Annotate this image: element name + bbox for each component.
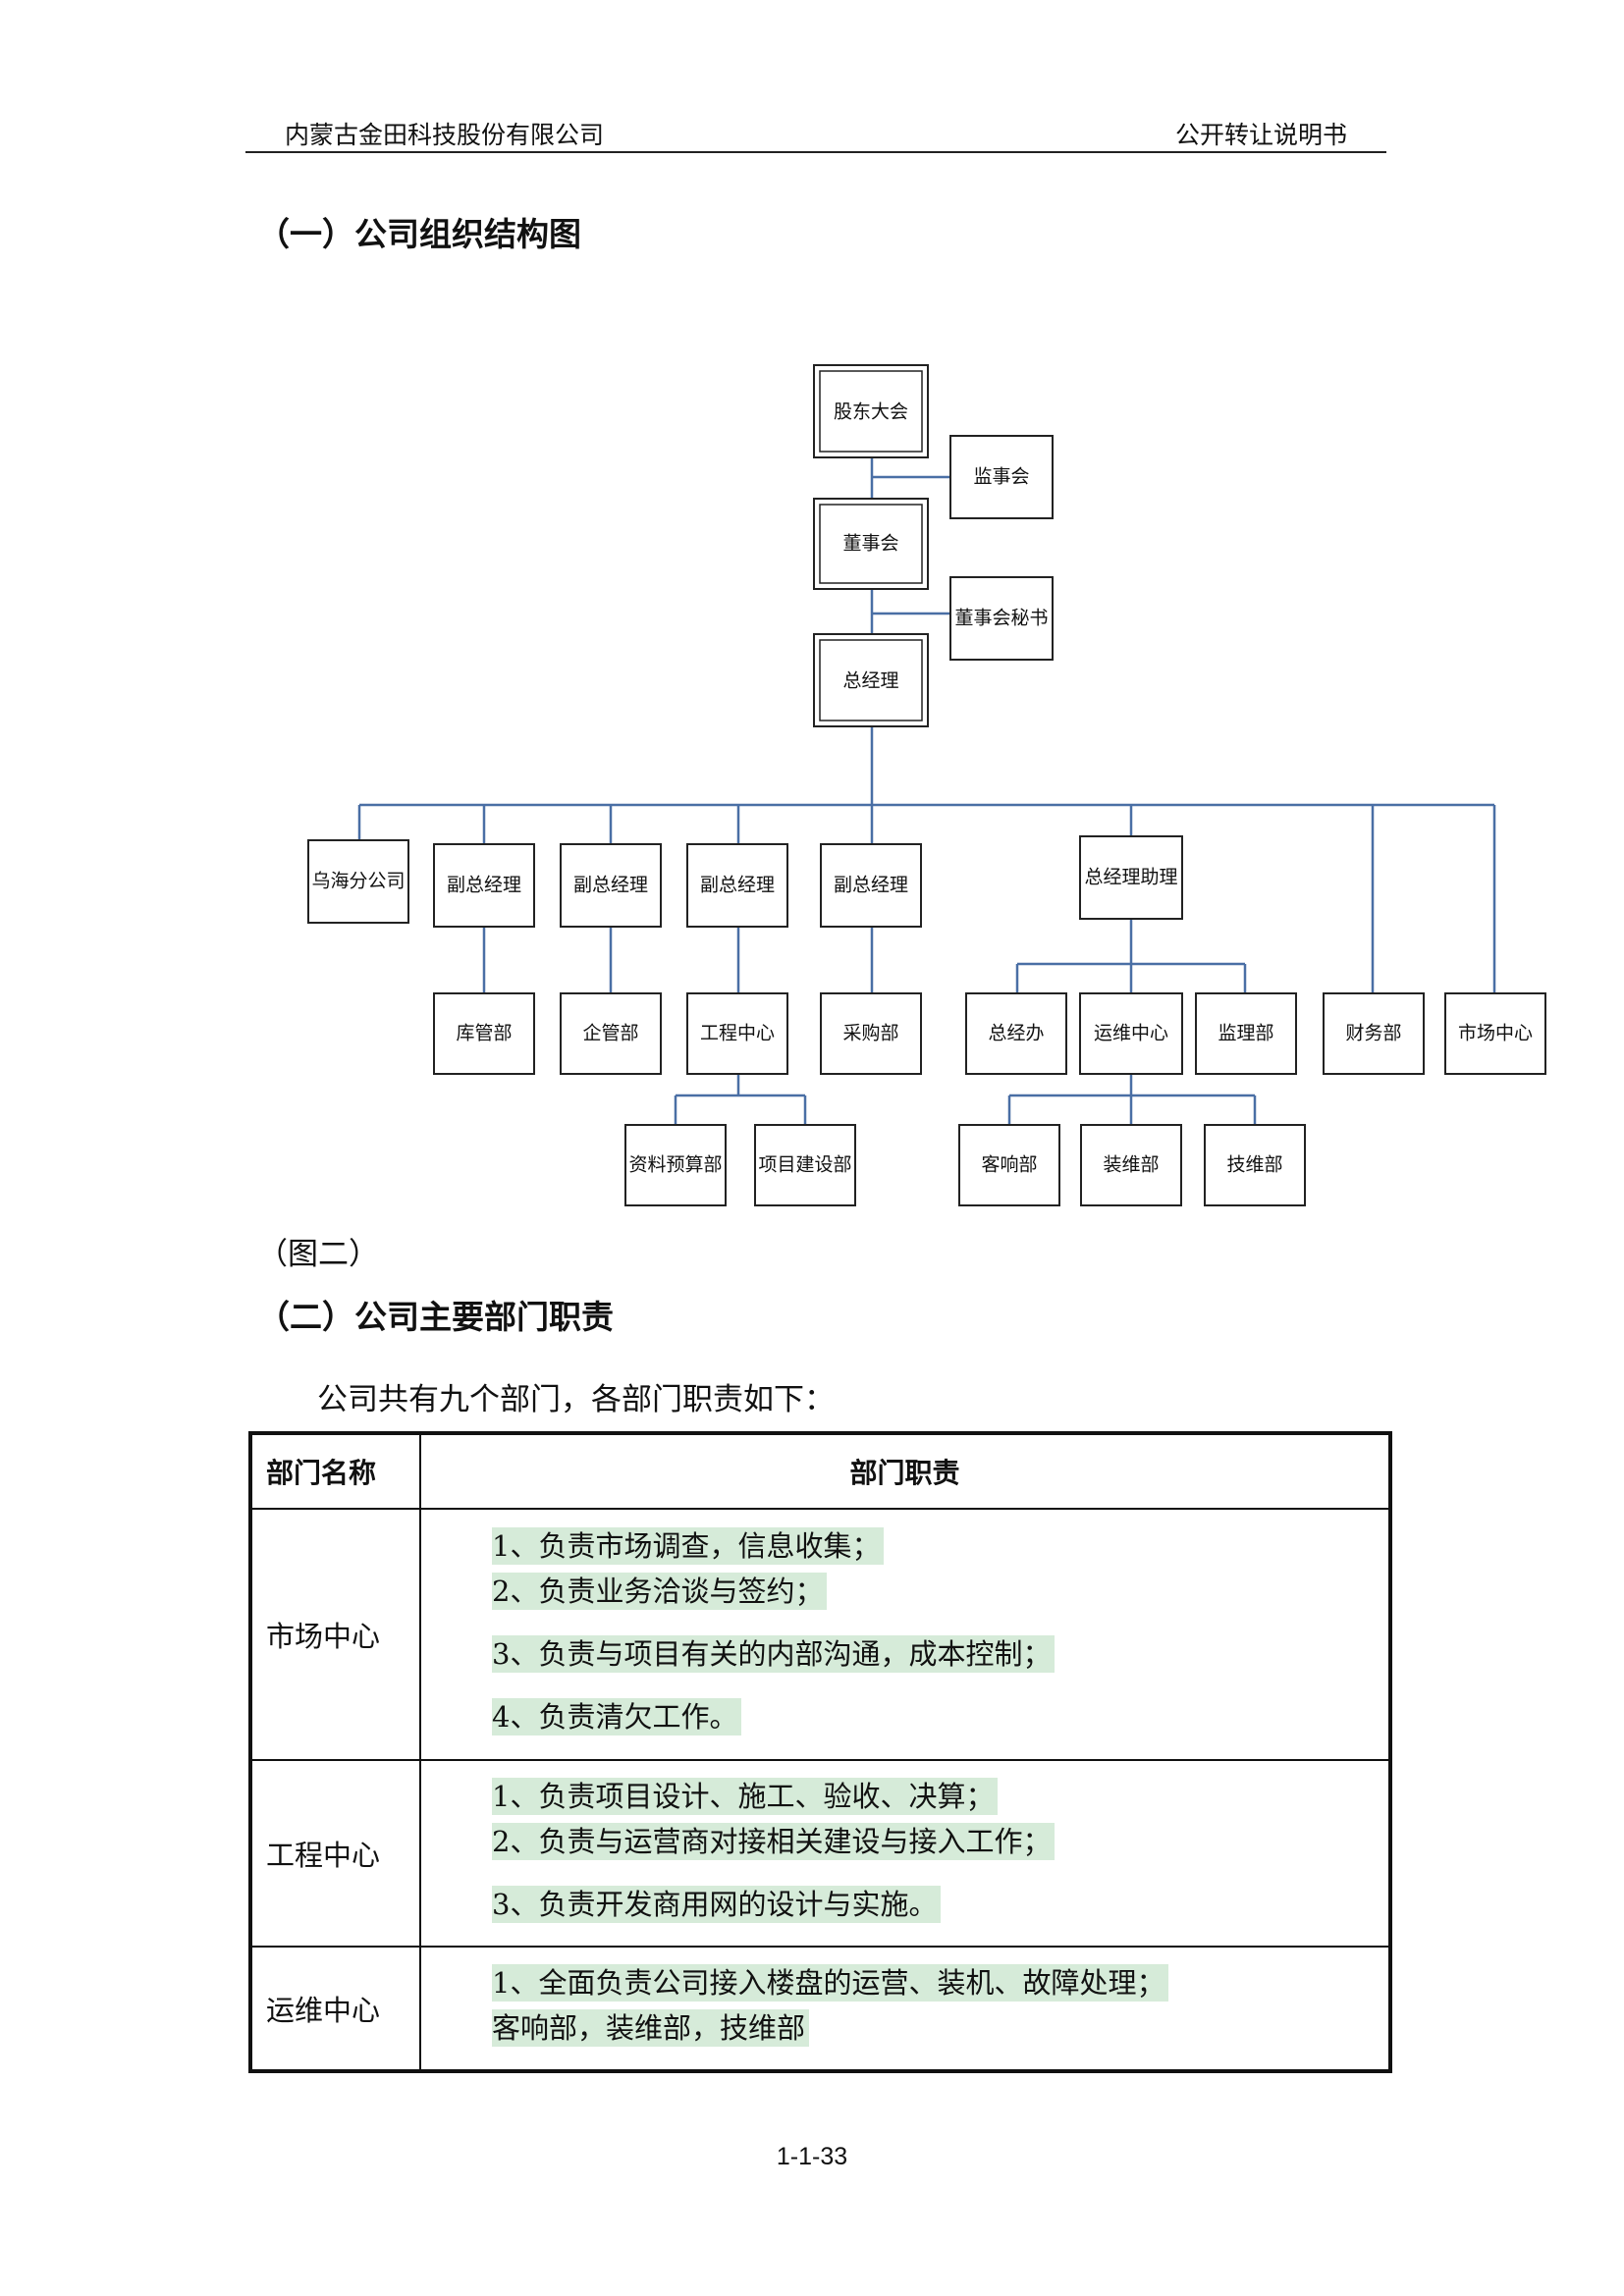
org-chart: 股东大会 董事会 总经理 监事会 董事会秘书 乌海分公司 副总经理 副总经理 副… <box>307 364 1546 1206</box>
duty-item: 2、负责与运营商对接相关建设与接入工作； <box>421 1822 1388 1861</box>
label-purchasing: 采购部 <box>842 1023 898 1044</box>
label-supervisors: 监事会 <box>973 466 1029 488</box>
label-board-secretary: 董事会秘书 <box>954 608 1048 629</box>
node-installation <box>1080 1124 1182 1206</box>
node-enterprise <box>560 992 662 1075</box>
label-engineering: 工程中心 <box>700 1023 775 1044</box>
node-gm <box>813 633 929 727</box>
node-budget <box>624 1124 727 1206</box>
node-engineering <box>686 992 788 1075</box>
label-vgm-1: 副总经理 <box>447 875 521 896</box>
org-connectors <box>357 457 1496 1125</box>
page-number: 1-1-33 <box>776 2143 848 2170</box>
section2-title: （二）公司主要部门职责 <box>257 1298 614 1336</box>
duty-item: 1、负责市场调查，信息收集； <box>421 1526 1388 1566</box>
label-gm-office: 总经办 <box>988 1023 1044 1044</box>
duty-item: 2、负责业务洽谈与签约； <box>421 1572 1388 1611</box>
label-installation: 装维部 <box>1103 1154 1159 1176</box>
node-supervisors <box>949 435 1054 519</box>
label-ops: 运维中心 <box>1094 1023 1168 1044</box>
department-duty-table: 部门名称 部门职责 市场中心 1、负责市场调查，信息收集； 2、负责业务洽谈与签… <box>248 1431 1392 2073</box>
label-finance: 财务部 <box>1345 1023 1401 1044</box>
node-vgm-3 <box>686 843 788 928</box>
node-vgm-2 <box>560 843 662 928</box>
table-row: 运维中心 1、全面负责公司接入楼盘的运营、装机、故障处理； 客响部，装维部，技维… <box>249 1946 1391 2072</box>
label-enterprise: 企管部 <box>582 1023 638 1044</box>
label-budget: 资料预算部 <box>628 1154 722 1176</box>
page-header: 内蒙古金田科技股份有限公司 公开转让说明书 <box>245 116 1386 153</box>
dept-name: 市场中心 <box>249 1508 421 1761</box>
table-row: 市场中心 1、负责市场调查，信息收集； 2、负责业务洽谈与签约； 3、负责与项目… <box>249 1508 1391 1761</box>
dept-duties: 1、负责项目设计、施工、验收、决算； 2、负责与运营商对接相关建设与接入工作； … <box>419 1759 1391 1948</box>
dept-name: 工程中心 <box>249 1759 421 1948</box>
label-gm: 总经理 <box>842 670 898 692</box>
label-gm-assistant: 总经理助理 <box>1084 867 1177 888</box>
duty-item: 1、负责项目设计、施工、验收、决算； <box>421 1777 1388 1816</box>
intro-paragraph: 公司共有九个部门，各部门职责如下： <box>317 1382 835 1417</box>
node-supervision <box>1195 992 1297 1075</box>
node-vgm-1 <box>433 843 535 928</box>
header-company: 内蒙古金田科技股份有限公司 <box>285 121 605 149</box>
label-construction: 项目建设部 <box>758 1154 851 1176</box>
label-vgm-4: 副总经理 <box>834 875 908 896</box>
dept-duties: 1、负责市场调查，信息收集； 2、负责业务洽谈与签约； 3、负责与项目有关的内部… <box>419 1508 1391 1761</box>
label-warehouse: 库管部 <box>456 1023 512 1044</box>
label-vgm-3: 副总经理 <box>700 875 775 896</box>
node-board <box>813 498 929 590</box>
node-ops <box>1079 992 1183 1075</box>
label-supervision: 监理部 <box>1218 1023 1273 1044</box>
node-construction <box>754 1124 856 1206</box>
node-board-secretary <box>949 576 1054 661</box>
label-vgm-2: 副总经理 <box>573 875 648 896</box>
figure-caption: （图二） <box>257 1237 379 1272</box>
header-dept-duty: 部门职责 <box>419 1432 1391 1510</box>
node-branch <box>307 839 409 924</box>
label-branch: 乌海分公司 <box>311 871 405 892</box>
node-vgm-4 <box>820 843 922 928</box>
node-shareholders <box>813 364 929 458</box>
header-doc-type: 公开转让说明书 <box>1174 121 1347 149</box>
label-shareholders: 股东大会 <box>834 401 908 423</box>
node-gm-assistant <box>1079 835 1183 920</box>
label-market: 市场中心 <box>1458 1023 1533 1044</box>
node-market <box>1444 992 1546 1075</box>
label-customer: 客响部 <box>981 1154 1037 1176</box>
table-header-row: 部门名称 部门职责 <box>249 1432 1391 1510</box>
node-gm-office <box>965 992 1067 1075</box>
table-row: 工程中心 1、负责项目设计、施工、验收、决算； 2、负责与运营商对接相关建设与接… <box>249 1759 1391 1948</box>
duty-item: 3、负责与项目有关的内部沟通，成本控制； <box>421 1634 1388 1674</box>
label-tech: 技维部 <box>1226 1154 1282 1176</box>
node-tech <box>1204 1124 1306 1206</box>
duty-item: 客响部，装维部，技维部 <box>421 2008 1388 2048</box>
header-dept-name: 部门名称 <box>249 1432 421 1510</box>
duty-item: 4、负责清欠工作。 <box>421 1697 1388 1736</box>
duty-item: 1、全面负责公司接入楼盘的运营、装机、故障处理； <box>421 1963 1388 2002</box>
label-board: 董事会 <box>842 533 898 555</box>
dept-duties: 1、全面负责公司接入楼盘的运营、装机、故障处理； 客响部，装维部，技维部 <box>419 1946 1391 2072</box>
node-finance <box>1323 992 1425 1075</box>
node-purchasing <box>820 992 922 1075</box>
dept-name: 运维中心 <box>249 1946 421 2072</box>
duty-item: 3、负责开发商用网的设计与实施。 <box>421 1885 1388 1924</box>
node-warehouse <box>433 992 535 1075</box>
section1-title: （一）公司组织结构图 <box>257 215 581 253</box>
node-customer <box>958 1124 1060 1206</box>
